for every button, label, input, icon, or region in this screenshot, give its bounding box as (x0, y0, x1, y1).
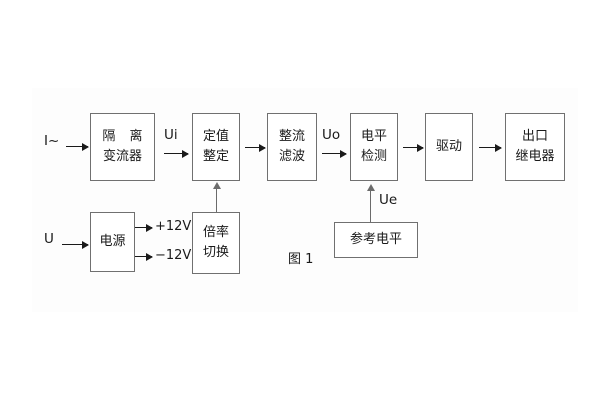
block-level-detect-line2: 检测 (360, 149, 387, 164)
block-setting-value-line1: 定值 (202, 128, 229, 144)
signal-ui-label: Ui (164, 127, 178, 143)
arrow-isolation-to-setting (164, 149, 189, 158)
block-reference-level: 参考电平 (334, 222, 418, 258)
arrow-reference-to-level-detect (366, 184, 375, 222)
block-setting-value-line2: 整定 (202, 149, 229, 164)
block-isolation-transformer: 隔 离 变流器 (90, 113, 155, 181)
block-rectify-filter-line1: 整流 (278, 128, 305, 144)
block-output-relay-line2: 继电器 (515, 149, 555, 164)
signal-ue-label: Ue (379, 192, 398, 208)
block-drive: 驱动 (425, 113, 473, 181)
arrow-ratio-switch-to-setting (212, 182, 221, 212)
block-level-detect-line1: 电平 (360, 128, 387, 144)
signal-uo-label: Uo (322, 127, 341, 143)
block-rectify-filter: 整流 滤波 (267, 113, 317, 181)
arrow-voltage-to-power-supply (62, 240, 89, 249)
rail-negative-label: −12V (155, 248, 192, 263)
input-voltage-label: U (44, 231, 54, 247)
arrow-rectify-to-level (322, 149, 347, 158)
block-ratio-switch: 倍率 切换 (192, 212, 240, 274)
block-output-relay-line1: 出口 (521, 128, 548, 144)
arrow-rail-negative (135, 252, 153, 261)
figure-caption: 图 1 (288, 252, 314, 267)
block-level-detect: 电平 检测 (350, 113, 398, 181)
arrow-current-to-isolation (66, 142, 89, 151)
block-isolation-transformer-line2: 变流器 (102, 149, 142, 164)
arrow-setting-to-rectify (245, 143, 266, 152)
block-ratio-switch-line1: 倍率 (202, 224, 229, 240)
block-reference-level-line1: 参考电平 (349, 231, 402, 247)
block-output-relay: 出口 继电器 (505, 113, 565, 181)
arrow-rail-positive (135, 223, 153, 232)
block-power-supply: 电源 (90, 212, 135, 272)
rail-positive-label: +12V (155, 219, 192, 234)
input-current-label: I~ (44, 133, 60, 149)
block-rectify-filter-line2: 滤波 (278, 149, 305, 164)
block-setting-value: 定值 整定 (192, 113, 240, 181)
block-power-supply-line1: 电源 (99, 233, 126, 249)
block-ratio-switch-line2: 切换 (202, 245, 229, 260)
block-drive-line1: 驱动 (435, 138, 462, 154)
arrow-drive-to-output-relay (479, 143, 502, 152)
arrow-level-to-drive (403, 143, 424, 152)
block-isolation-transformer-line1: 隔 离 (102, 128, 148, 144)
